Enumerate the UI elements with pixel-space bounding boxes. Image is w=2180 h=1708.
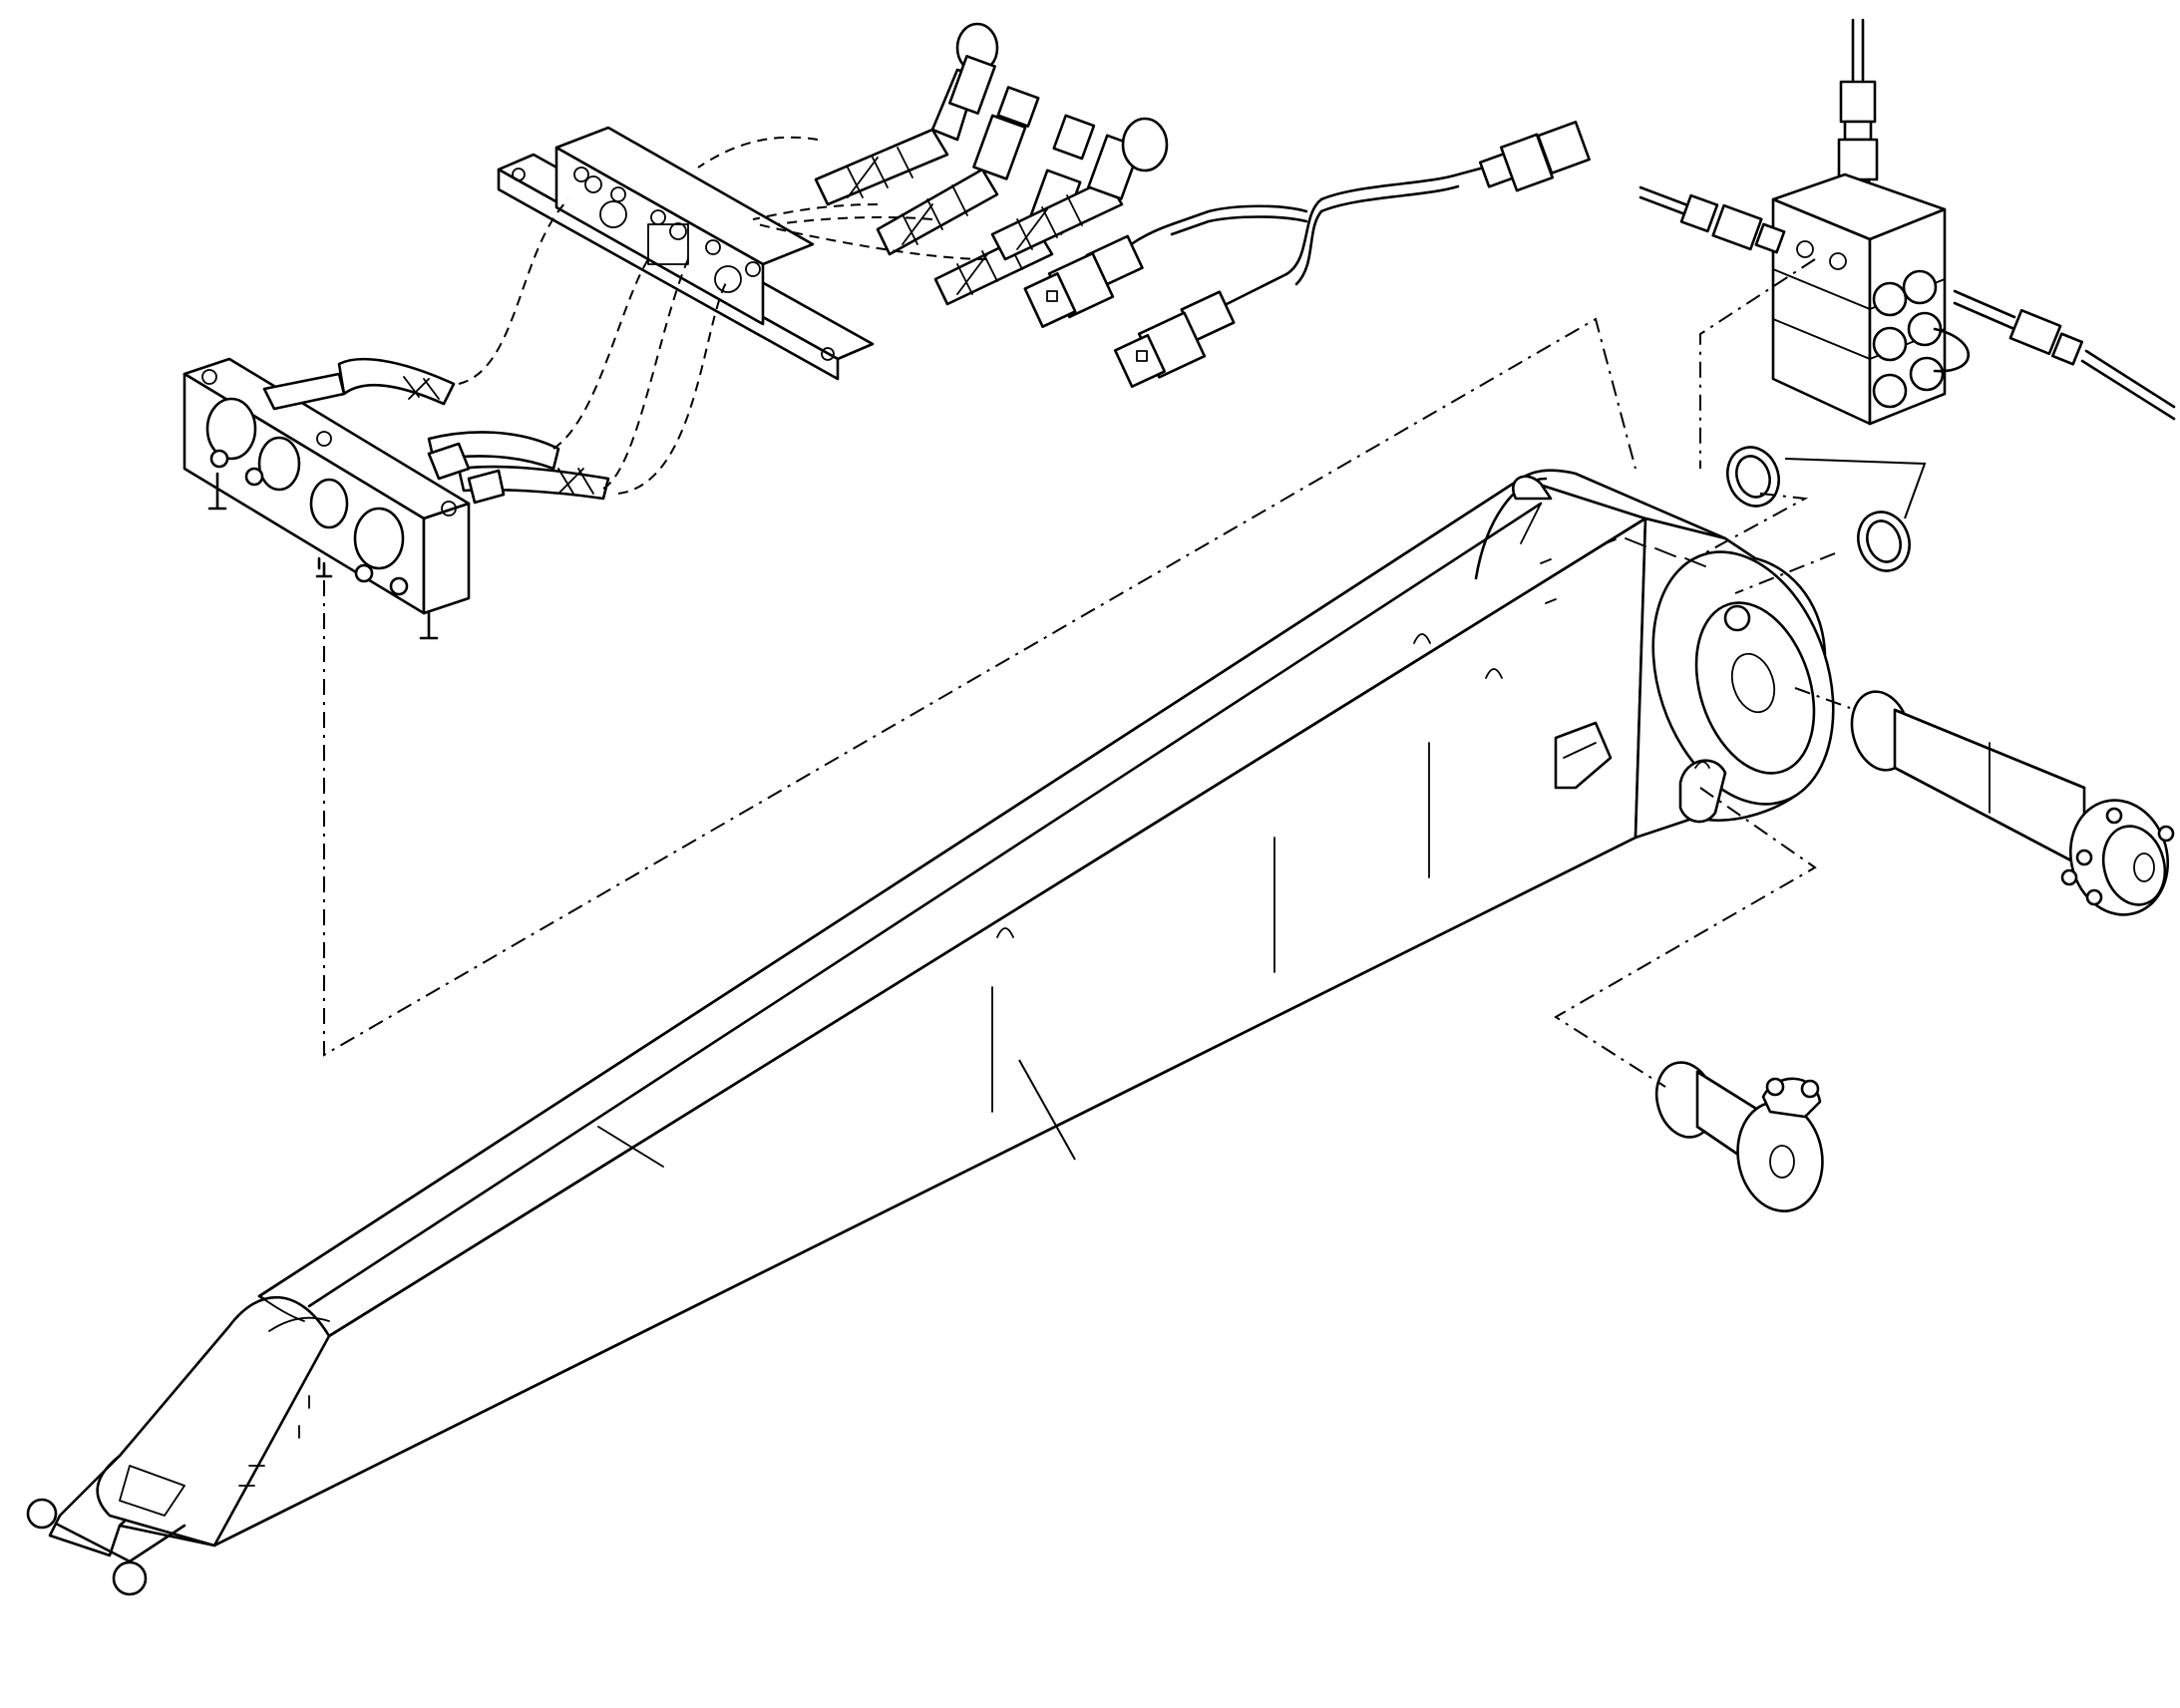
hose-fitting-4: [990, 117, 1169, 261]
sensor-cable: [1023, 121, 1591, 389]
pivot-pin-bottom: [1654, 1061, 1824, 1212]
hose-fitting-2: [876, 86, 1040, 256]
boom-arm: [26, 469, 1835, 1596]
pivot-pin-right: [1850, 690, 2175, 916]
hose-fitting-1: [814, 22, 999, 206]
valve-block: [1638, 18, 2176, 426]
leader-10: [1018, 1059, 1076, 1161]
seal-rings: [1726, 446, 1927, 572]
assembly-lines: [323, 258, 1851, 1088]
hose-assembly: [182, 22, 1169, 640]
